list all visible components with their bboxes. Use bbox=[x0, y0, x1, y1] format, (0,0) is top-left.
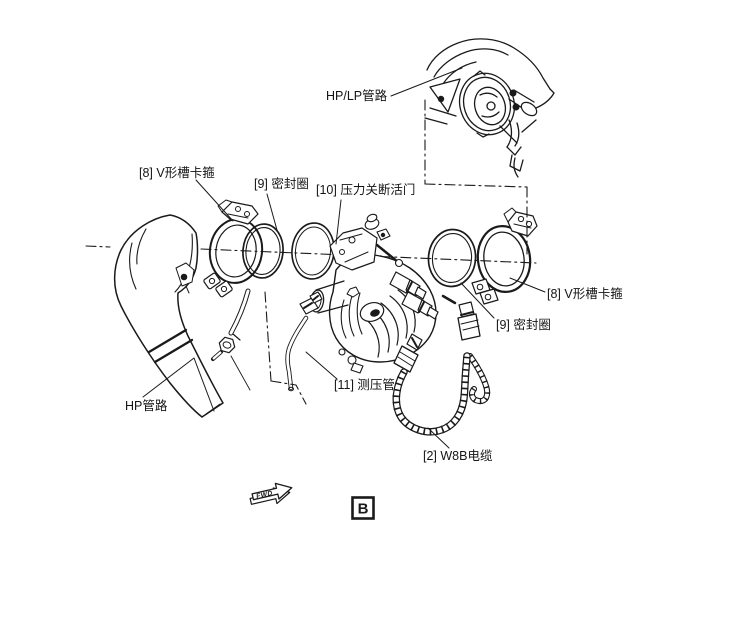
hp-lp-duct-assembly bbox=[424, 38, 555, 178]
pressure-measuring-tube bbox=[285, 291, 323, 392]
v-clamp-left bbox=[203, 199, 264, 298]
label-hp-lp-duct: HP/LP管路 bbox=[326, 89, 388, 103]
v-clamp-right bbox=[471, 207, 538, 305]
fwd-arrow: FWD bbox=[249, 482, 293, 505]
label-pressure-tube: [11] 测压管 bbox=[334, 378, 395, 392]
leader-cable bbox=[427, 427, 450, 449]
fwd-arrow-label: FWD bbox=[256, 490, 274, 501]
leader-pressure-tube bbox=[305, 351, 338, 380]
seal-ring-right bbox=[427, 228, 477, 288]
leader-clamp-right bbox=[509, 277, 546, 293]
label-clamp-right: [8] V形槽卡箍 bbox=[547, 287, 623, 301]
w8b-cable bbox=[392, 294, 491, 436]
cable-connector-b bbox=[441, 294, 481, 341]
view-letter-box: B bbox=[351, 496, 375, 520]
leader-hp-duct bbox=[142, 357, 215, 412]
phantom-lines bbox=[264, 99, 528, 405]
label-seal-right: [9] 密封圈 bbox=[496, 318, 551, 332]
leader-hp-lp-duct bbox=[390, 67, 463, 97]
seal-ring-left bbox=[242, 223, 284, 279]
hp-duct-pipe bbox=[113, 214, 224, 418]
drain-tube bbox=[211, 288, 251, 391]
valve-port-b bbox=[401, 291, 439, 320]
cable-connector-a bbox=[393, 333, 423, 373]
leader-seal-left bbox=[266, 193, 278, 231]
label-cable: [2] W8B电缆 bbox=[423, 449, 493, 463]
leader-clamp-left bbox=[195, 179, 234, 222]
valve-flange-ring bbox=[291, 222, 335, 280]
shutoff-valve-body bbox=[309, 213, 439, 374]
view-letter: B bbox=[358, 501, 369, 518]
pipe-stud-fitting bbox=[175, 262, 195, 294]
label-seal-left: [9] 密封圈 bbox=[254, 177, 309, 191]
label-shutoff-valve: [10] 压力关断活门 bbox=[316, 183, 416, 197]
leader-lines bbox=[142, 67, 546, 449]
label-hp-duct: HP管路 bbox=[125, 399, 168, 413]
leader-seal-right bbox=[460, 282, 495, 319]
leader-shutoff-valve bbox=[335, 199, 342, 245]
label-clamp-left: [8] V形槽卡箍 bbox=[139, 166, 215, 180]
